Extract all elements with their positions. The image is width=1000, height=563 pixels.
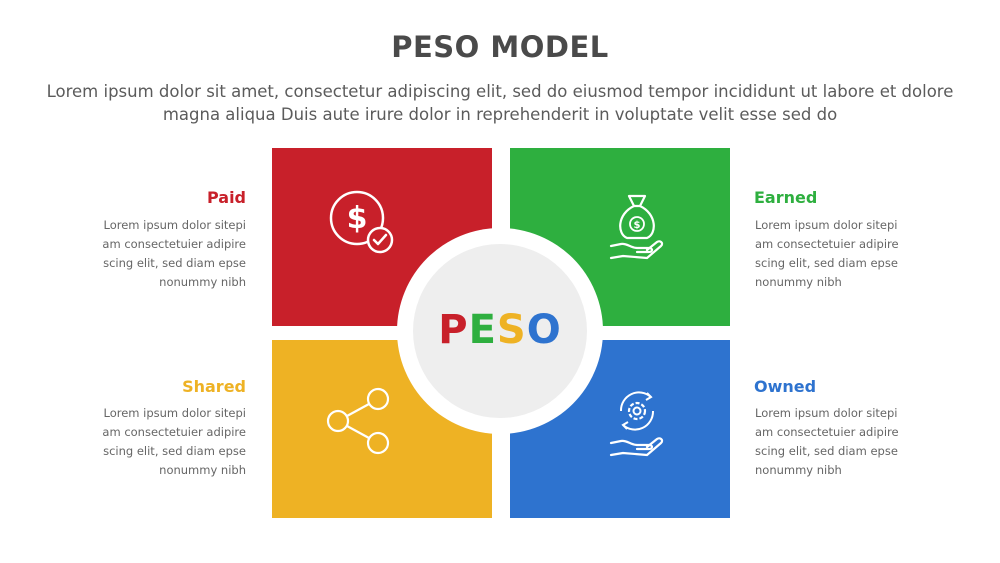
- page-subtitle: Lorem ipsum dolor sit amet, consectetur …: [46, 82, 954, 124]
- dollar-check-icon: $: [329, 190, 394, 254]
- earned-title: Earned: [754, 188, 818, 207]
- quadrant-owned: [510, 340, 730, 518]
- center-circle: [413, 244, 587, 418]
- shared-title: Shared: [182, 377, 246, 396]
- paid-title: Paid: [206, 188, 246, 207]
- page-title: PESO MODEL: [391, 30, 609, 64]
- owned-title: Owned: [754, 377, 817, 396]
- letter-s: S: [496, 307, 527, 353]
- letter-e: E: [468, 307, 497, 353]
- letter-o: O: [526, 307, 562, 353]
- letter-p: P: [438, 307, 469, 353]
- money-bag-hand-icon: $: [609, 194, 664, 260]
- peso-center-label: PESO: [400, 305, 600, 355]
- gear-hand-icon: [609, 391, 664, 457]
- share-icon: [326, 387, 390, 455]
- svg-text:$: $: [634, 220, 641, 231]
- svg-text:$: $: [347, 201, 368, 236]
